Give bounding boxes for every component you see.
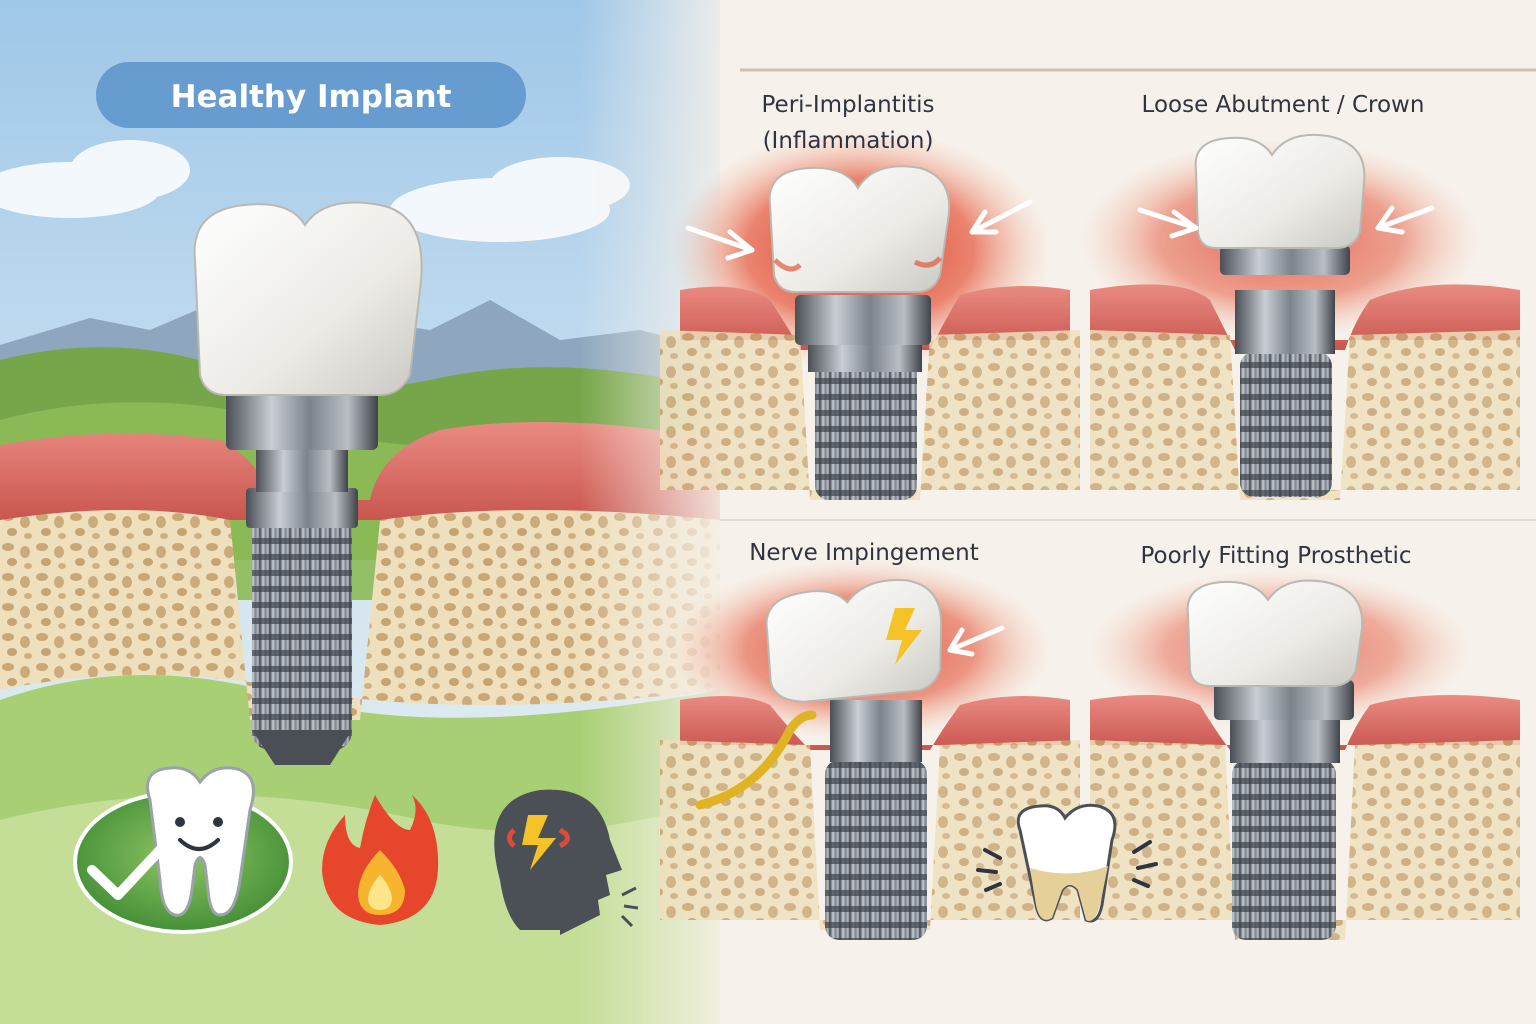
loose-abutment-title: Loose Abutment / Crown [1142,92,1425,118]
healthy-title-pill [96,62,526,128]
nerve-impingement-title: Nerve Impingement [749,540,979,566]
panel-loose-abutment [1080,133,1520,500]
peri-implantitis-title-line2: (Inflammation) [763,128,934,154]
panel-nerve-impingement [660,560,1080,940]
peri-implantitis-title-line1: Peri-Implantitis [762,92,935,118]
panel-peri-implantitis [660,130,1080,500]
healthy-title: Healthy Implant [171,79,452,115]
head-pain-lightning-icon [494,789,639,935]
happy-tooth-check-icon [73,766,293,934]
healthy-implant [193,201,423,765]
fire-icon [322,795,439,925]
healthy-bone [0,510,720,720]
wobbly-tooth-icon [976,803,1158,923]
poorly-fitting-title: Poorly Fitting Prosthetic [1140,543,1411,569]
healthy-gum [0,422,720,520]
healthy-crown [193,201,423,396]
panel-poorly-fitting [1090,570,1520,940]
